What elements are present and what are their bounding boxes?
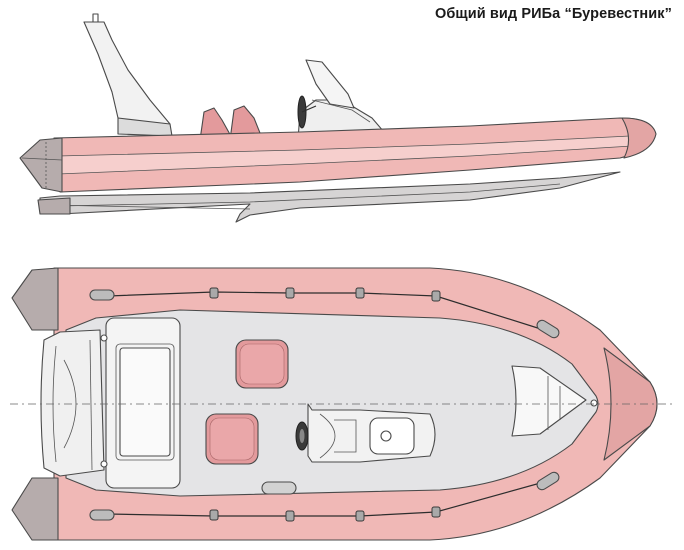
top-view	[10, 267, 672, 541]
side-tube-band	[58, 136, 632, 174]
top-d-rings	[209, 287, 441, 522]
top-stern-cone-upper	[11, 267, 59, 331]
top-stern-cone-lower	[11, 477, 59, 541]
top-handle-side	[261, 481, 297, 495]
top-lifeline-lower	[107, 481, 545, 517]
top-bow-locker	[511, 365, 587, 437]
side-mast	[83, 21, 171, 127]
top-deck	[65, 309, 599, 497]
side-stern-lower	[37, 197, 71, 215]
side-windscreen	[305, 59, 355, 109]
top-bow-cap	[603, 347, 658, 461]
side-hull-keel	[39, 171, 621, 223]
side-bow-cap	[621, 117, 657, 159]
top-lifeline-upper	[107, 291, 545, 331]
top-handle-bow-upper	[536, 319, 560, 339]
diagram-caption: Общий вид РИБа “Буревестник”	[434, 6, 672, 22]
top-handle-stern-upper	[89, 289, 115, 301]
side-stern-cone	[19, 137, 63, 193]
top-transom	[40, 329, 105, 477]
top-handle-bow-lower	[536, 471, 560, 491]
top-handle-stern-lower	[89, 509, 115, 521]
side-view	[19, 13, 657, 223]
